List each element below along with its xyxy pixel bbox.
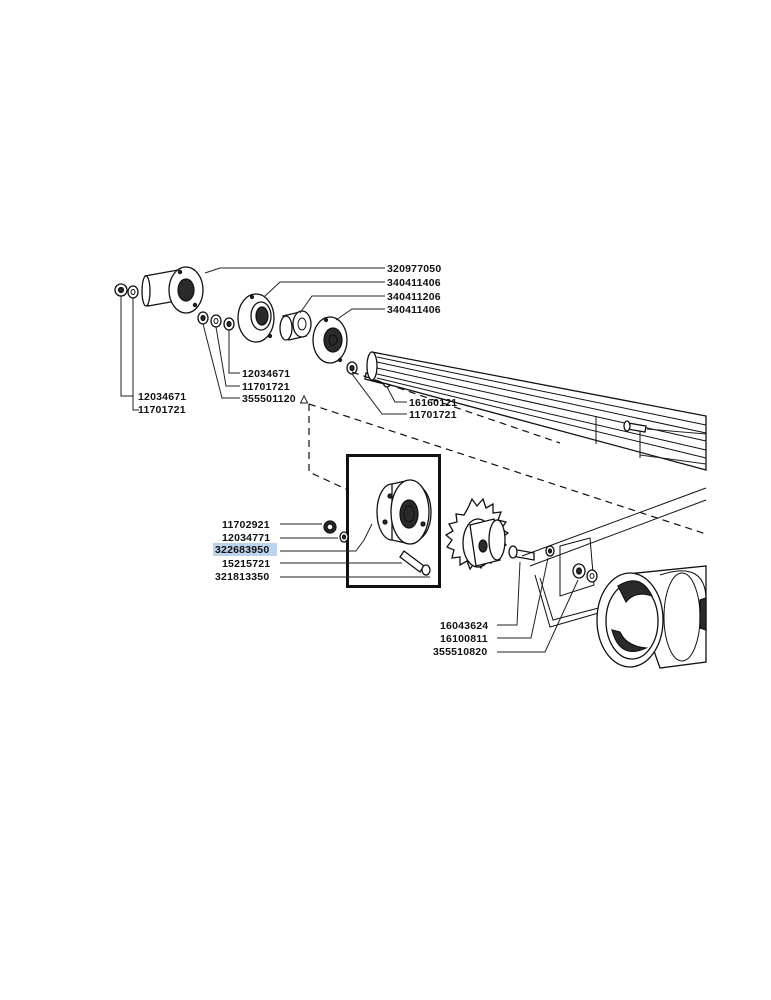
part-label[interactable]: 15215721 [222,558,270,570]
bearing-flange-2 [312,316,348,364]
part-label[interactable]: 16160121 [409,397,457,409]
part-label[interactable]: 16100811 [440,633,488,645]
shaft-nut [346,361,358,375]
part-label[interactable]: 11701721 [409,409,457,421]
label-group-mid: 12034671 11701721 355501120 △ [242,368,309,405]
part-label[interactable]: 11701721 [138,404,186,416]
part-label-highlighted[interactable]: 322683950 [215,544,269,556]
part-label[interactable]: 12034771 [222,532,270,544]
part-label[interactable]: 16043624 [440,620,488,632]
part-label[interactable]: 12034671 [242,368,290,380]
triangle-mark: △ [299,393,309,405]
drum [596,565,707,669]
highlight-frame [346,454,441,588]
hub-flange[interactable] [376,479,432,545]
part-label[interactable]: 340411206 [387,291,441,303]
part-label[interactable]: 12034671 [138,391,186,403]
bolt-top-right [623,420,647,433]
part-label[interactable]: 11702921 [222,519,270,531]
part-label[interactable]: 321813350 [215,571,269,583]
part-label[interactable]: 355501120 [242,393,296,405]
part-label[interactable]: 11701721 [242,381,290,393]
sleeve-part [141,266,204,314]
bracket-nuts [572,563,598,583]
label-group-left-top: 12034671 11701721 [138,391,186,416]
part-label[interactable]: 320977050 [387,263,441,275]
bearing-flange-1 [237,293,275,343]
hub-bolt [399,550,431,576]
part-label[interactable]: 340411406 [387,277,441,289]
label-group-left-mid: 11702921 12034771 322683950 15215721 321… [213,519,277,583]
nut-washer-left [114,283,139,299]
part-label[interactable]: 340411406 [387,304,441,316]
sprocket [444,497,510,571]
label-group-top: 320977050 340411406 340411206 340411406 [387,263,441,316]
part-label[interactable]: 355510820 [433,646,487,658]
highlight-background [213,543,277,556]
hub-nut [323,520,349,543]
label-group-bottom-right: 16043624 16100811 355510820 [433,620,488,658]
splined-shaft [366,351,707,471]
sprocket-bolt [508,545,555,561]
label-group-shaft: 16160121 11701721 [409,397,457,421]
leader-lines [120,267,707,653]
bearing [279,310,312,341]
